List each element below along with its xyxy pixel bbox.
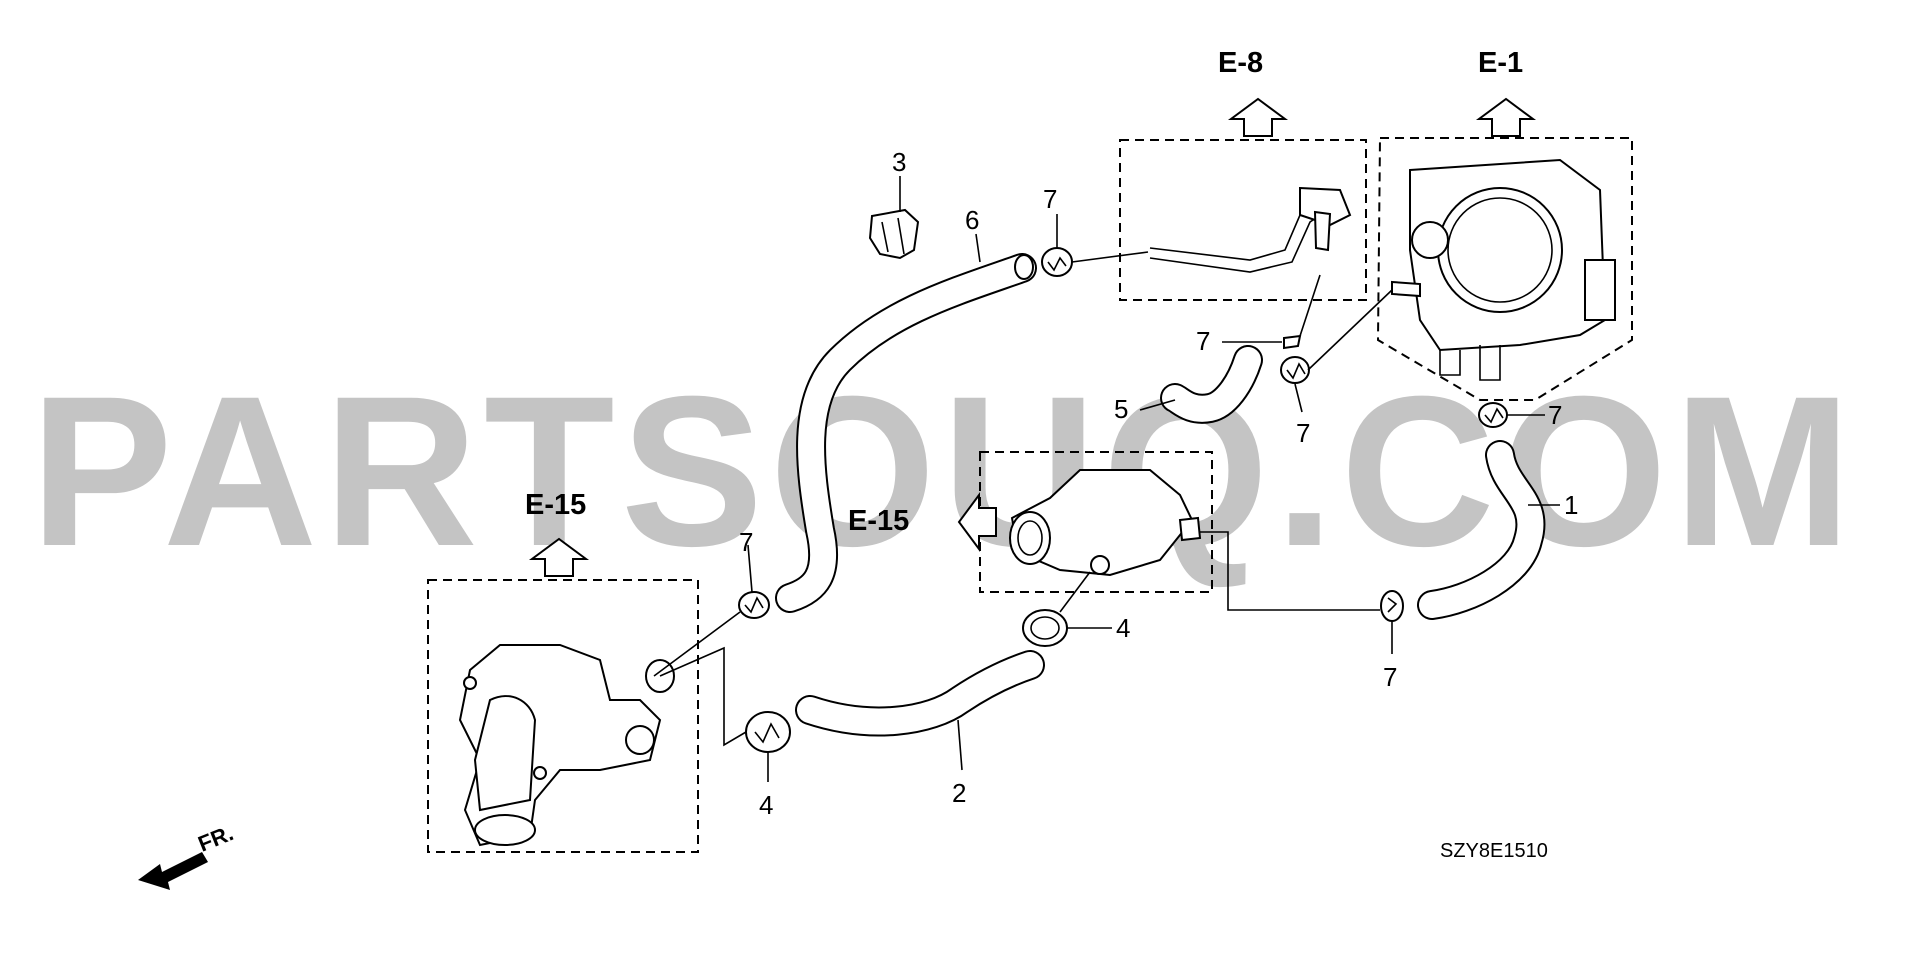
clamp-7-bottom-icon: [1380, 590, 1404, 622]
throttle-bore: [1437, 187, 1563, 313]
callout-7-right: 7: [1548, 400, 1562, 430]
clamp-7-top-icon: [1041, 247, 1073, 277]
watermark-text: PARTSOUQ.COM: [30, 352, 1858, 591]
callout-7-bracket: 7: [1196, 326, 1210, 356]
leader-7-bracket: [1222, 274, 1321, 343]
front-arrow-icon: [138, 852, 208, 890]
leader-7-mid: [1294, 289, 1393, 413]
leader-7-bottom: [1200, 531, 1393, 654]
callout-1: 1: [1564, 490, 1578, 520]
clamp-7-right-icon: [1478, 402, 1508, 428]
front-marker-label: FR.: [195, 820, 237, 856]
e15-group-box: [427, 579, 699, 853]
leader-7-left: [653, 544, 753, 677]
clamp-7-left-icon: [738, 591, 770, 619]
leader-7-top: [1056, 214, 1149, 263]
throttle-nipple: [1391, 280, 1421, 298]
callout-4-left: 4: [759, 790, 773, 820]
leader-5: [1139, 399, 1176, 411]
throttle-connector: [1584, 259, 1616, 321]
e1-group-box: [1376, 137, 1633, 401]
callout-4-center: 4: [1116, 613, 1130, 643]
thermostat-elbow: [473, 695, 537, 812]
water-outlet-port: [1009, 511, 1051, 565]
leader-4-center: [1059, 571, 1112, 629]
ref-e15-center-label: E-15: [848, 505, 909, 537]
callout-7-bottom: 7: [1383, 662, 1397, 692]
callout-6: 6: [965, 205, 979, 235]
clamp-7-mid-icon: [1280, 356, 1310, 384]
thermostat-port-lower: [625, 725, 655, 755]
leader-4-left: [659, 646, 769, 782]
leader-6: [975, 233, 981, 263]
callout-2: 2: [952, 778, 966, 808]
center-group-box: [979, 451, 1213, 593]
ref-e15-left-label: E-15: [525, 489, 586, 521]
hose-6-end: [1014, 254, 1034, 280]
leader-2: [957, 719, 963, 771]
clamp-4-left-icon: [745, 711, 791, 753]
thermostat-outlet: [474, 814, 536, 846]
housing-nipple: [1178, 516, 1202, 542]
callout-7-mid: 7: [1296, 418, 1310, 448]
callout-7-top: 7: [1043, 184, 1057, 214]
clamp-4-center-icon: [1022, 609, 1068, 647]
e8-pipe-fitting: [1299, 186, 1352, 227]
e8-small-clip: [1283, 334, 1302, 350]
ref-e1-label: E-1: [1478, 47, 1523, 79]
ref-e8-label: E-8: [1218, 47, 1263, 79]
part-3-bracket: [868, 208, 920, 260]
e8-group-box: [1119, 139, 1367, 301]
e1-up-arrow-icon: [1475, 97, 1537, 137]
e15-center-left-arrow-icon: [957, 491, 997, 553]
diagram-code: SZY8E1510: [1440, 840, 1548, 862]
callout-5: 5: [1114, 394, 1128, 424]
e15-left-up-arrow-icon: [528, 537, 590, 577]
callout-7-left: 7: [739, 527, 753, 557]
callout-3: 3: [892, 147, 906, 177]
e8-up-arrow-icon: [1227, 97, 1289, 137]
